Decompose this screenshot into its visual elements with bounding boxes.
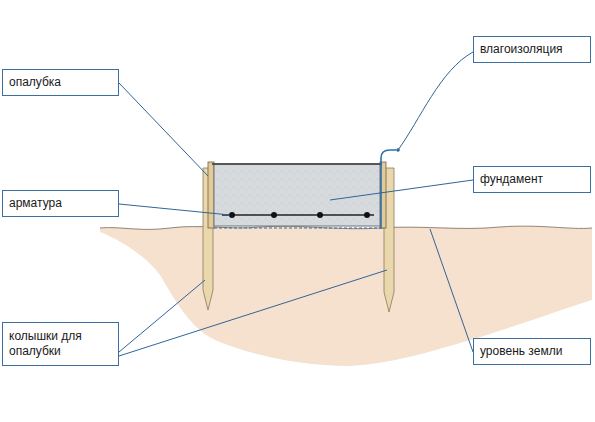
waterproofing-callout: влагоизоляция — [473, 36, 591, 63]
rebar-sections — [229, 212, 370, 218]
callout-label: уровень земли — [480, 344, 584, 359]
ground-level-line — [100, 226, 592, 229]
foundation-concrete — [214, 164, 380, 226]
callout-label: влагоизоляция — [480, 42, 584, 57]
foundation-top — [212, 163, 382, 165]
waterproofing-bottom — [214, 227, 382, 228]
formwork-board-left — [208, 162, 214, 228]
callout-label: колышки для опалубки — [9, 329, 112, 359]
formwork-callout: опалубка — [2, 69, 119, 96]
ground-level-callout: уровень земли — [473, 338, 591, 365]
callout-label: фундамент — [480, 172, 584, 187]
callout-label: арматура — [9, 196, 112, 211]
stakes-callout: колышки для опалубки — [2, 322, 119, 366]
waterproofing-side — [381, 150, 396, 228]
leader-dot — [396, 148, 400, 152]
leader-lines — [119, 52, 473, 356]
rebar-bar — [222, 214, 374, 216]
rebar-callout: арматура — [2, 190, 119, 217]
callout-label: опалубка — [9, 75, 112, 90]
foundation-callout: фундамент — [473, 166, 591, 193]
ground — [100, 226, 592, 366]
